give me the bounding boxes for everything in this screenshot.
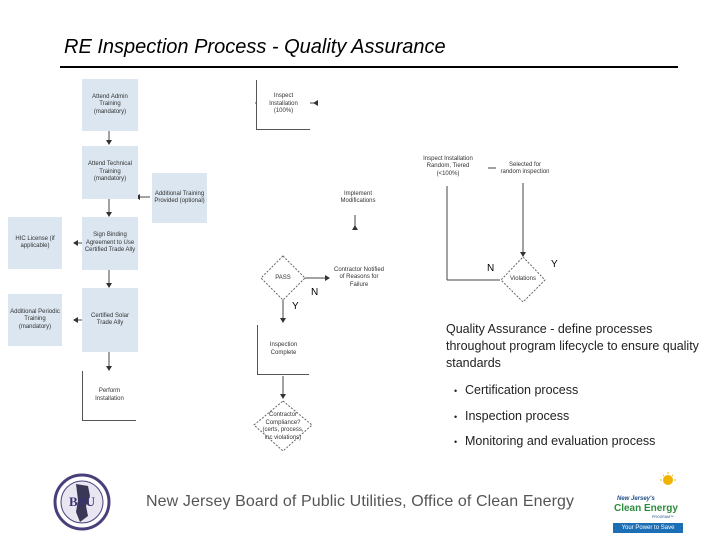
implement-modifications-box: Implement Modifications (328, 183, 388, 213)
slide-title: RE Inspection Process - Quality Assuranc… (64, 36, 446, 58)
sign-binding-agreement-box: Sign Binding Agreement to Use Certified … (82, 217, 138, 270)
clean-energy-logo-icon (660, 472, 676, 485)
clean-energy-logo-line1: New Jersey's (617, 496, 655, 502)
arrow-head (106, 283, 112, 288)
contractor-notified-box: Contractor Notified of Reasons for Failu… (330, 263, 388, 293)
violations-diamond (500, 256, 546, 303)
bullet-item: Certification process (454, 382, 655, 408)
bullet-item: Monitoring and evaluation process (454, 433, 655, 459)
arrow-head (313, 100, 318, 106)
bpu-logo-text: BPU (69, 494, 96, 509)
y-label: Y (551, 259, 558, 270)
arrow-head (280, 394, 286, 399)
inspection-complete-box: Inspection Complete (257, 325, 309, 375)
selected-random-box: Selected for random inspection (496, 155, 554, 183)
arrow-head (325, 275, 330, 281)
arrow-head (280, 318, 286, 323)
attend-technical-training-box: Attend Technical Training (mandatory) (82, 146, 138, 199)
additional-training-provided-box: Additional Training Provided (optional) (152, 173, 207, 223)
footer-text: New Jersey Board of Public Utilities, Of… (146, 493, 575, 510)
bullet-item: Inspection process (454, 408, 655, 434)
attend-admin-training-box: Attend Admin Training (mandatory) (82, 79, 138, 131)
arrow-head (352, 225, 358, 230)
qa-description: Quality Assurance - define processes thr… (446, 322, 699, 370)
violations-label: Violations (510, 276, 536, 282)
arrow-head (520, 252, 526, 257)
hic-license-box: HIC License (if applicable) (8, 217, 62, 269)
perform-installation-box: Perform Installation (82, 371, 136, 421)
arrow-head (106, 366, 112, 371)
clean-energy-logo-line2: Clean Energy (614, 503, 678, 514)
arrow-head (73, 240, 78, 246)
pass-label: PASS (275, 275, 291, 281)
n-label: N (487, 263, 495, 274)
arrow-head (106, 140, 112, 145)
y-label: Y (292, 301, 299, 312)
n-label: N (311, 287, 319, 298)
pass-diamond (260, 255, 306, 301)
additional-periodic-training-box: Additional Periodic Training (mandatory) (8, 294, 62, 346)
qa-bullet-list: Certification process Inspection process… (454, 382, 655, 459)
certified-solar-trade-ally-box: Certified Solar Trade Ally (82, 288, 138, 352)
arrow-head (106, 212, 112, 217)
clean-energy-tagline: Your Power to Save (613, 523, 683, 533)
clean-energy-logo-line3: PROGRAM™ (652, 515, 674, 519)
title-rule (60, 66, 678, 68)
arrow-head (73, 317, 78, 323)
contractor-compliance-label: Contractor Compliance? (certs, process, … (262, 412, 304, 441)
compliance-diamond (253, 400, 313, 452)
inspect-installation-box: Inspect Installation (100%) (256, 80, 310, 130)
bpu-logo-icon: BPU (53, 473, 111, 531)
inspect-random-box: Inspect Installation Random, Tiered (<10… (416, 148, 480, 186)
